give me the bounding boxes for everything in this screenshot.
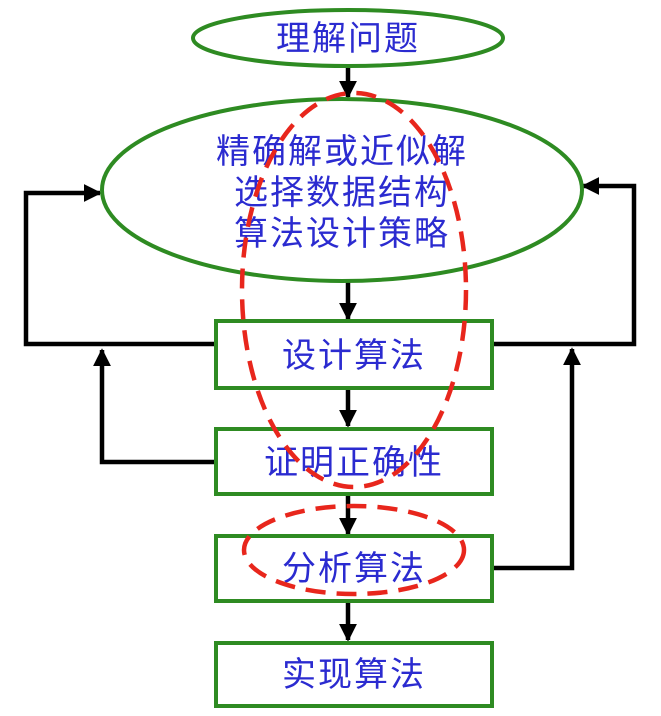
edges bbox=[23, 66, 637, 642]
node-analyze-label: 分析算法 bbox=[282, 549, 426, 589]
node-understand-label: 理解问题 bbox=[276, 19, 420, 59]
node-decide-label-1: 精确解或近似解 bbox=[216, 132, 468, 172]
node-prove-label: 证明正确性 bbox=[264, 443, 444, 483]
node-analyze-shape bbox=[214, 534, 494, 603]
highlight-analyze bbox=[241, 503, 467, 597]
node-design-label: 设计算法 bbox=[282, 336, 426, 376]
arrow-analyze-back-to-design bbox=[492, 347, 581, 571]
node-understand: 理解问题 bbox=[191, 8, 505, 68]
node-prove: 证明正确性 bbox=[214, 427, 494, 496]
arrow-design-back-to-decide bbox=[23, 184, 216, 347]
node-understand-shape bbox=[191, 8, 505, 68]
node-implement: 实现算法 bbox=[214, 641, 494, 708]
node-decide: 精确解或近似解 选择数据结构 算法设计策略 bbox=[100, 97, 584, 283]
arrow-prove-back-to-design bbox=[93, 348, 216, 465]
node-decide-label-3: 算法设计策略 bbox=[234, 214, 450, 254]
node-implement-label: 实现算法 bbox=[282, 655, 426, 695]
highlight-design-region bbox=[239, 90, 469, 490]
node-design: 设计算法 bbox=[214, 319, 494, 390]
node-analyze: 分析算法 bbox=[214, 534, 494, 603]
node-decide-label-2: 选择数据结构 bbox=[234, 173, 450, 213]
node-prove-shape bbox=[214, 427, 494, 496]
node-design-shape bbox=[214, 319, 494, 390]
node-implement-shape bbox=[214, 641, 494, 708]
arrow-design-right-back-to-decide bbox=[492, 177, 637, 347]
